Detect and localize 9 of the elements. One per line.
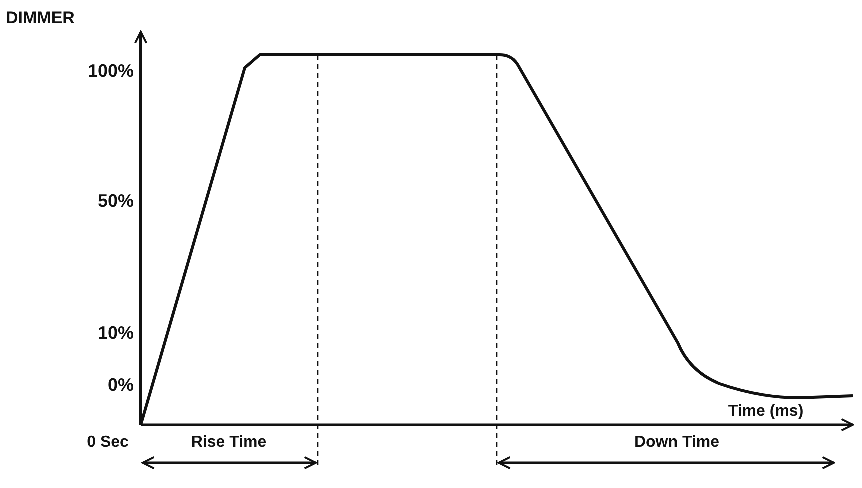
tick-label: 100% [88,62,134,80]
axis-label: 0 Sec [87,435,129,451]
tick-label: 10% [98,324,134,342]
tick-label: 0% [108,376,134,394]
span-label: Rise Time [191,435,267,451]
span-label: Down Time [634,435,720,451]
tick-label: 50% [98,192,134,210]
axis-title: Time (ms) [728,404,804,420]
axis-title: DIMMER [6,10,75,26]
